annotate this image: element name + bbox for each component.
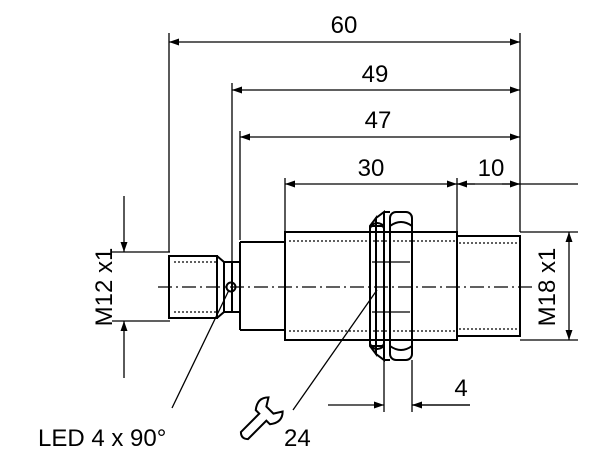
dimension-labels: 60 49 47 30 10 4 M12 x1 M18 x1 (91, 12, 561, 402)
led-leader (171, 289, 230, 409)
label-m18: M18 x1 (534, 248, 561, 327)
hex-nuts (369, 210, 413, 362)
extension-lines (112, 33, 578, 412)
nut-right (389, 211, 413, 361)
label-47: 47 (365, 107, 392, 134)
wrench-leader (292, 289, 378, 411)
wrench-size: 24 (284, 425, 311, 452)
dimension-lines (120, 38, 578, 409)
label-4: 4 (454, 375, 467, 402)
label-30: 30 (358, 155, 385, 182)
sensor-body (168, 231, 521, 341)
wrench-icon (239, 396, 284, 441)
nut-left (375, 210, 385, 362)
label-60: 60 (331, 12, 358, 39)
front-housing (456, 235, 521, 337)
label-m12: M12 x1 (91, 248, 118, 327)
label-49: 49 (362, 61, 389, 88)
led-note: LED 4 x 90° (38, 425, 166, 452)
label-10: 10 (478, 155, 505, 182)
